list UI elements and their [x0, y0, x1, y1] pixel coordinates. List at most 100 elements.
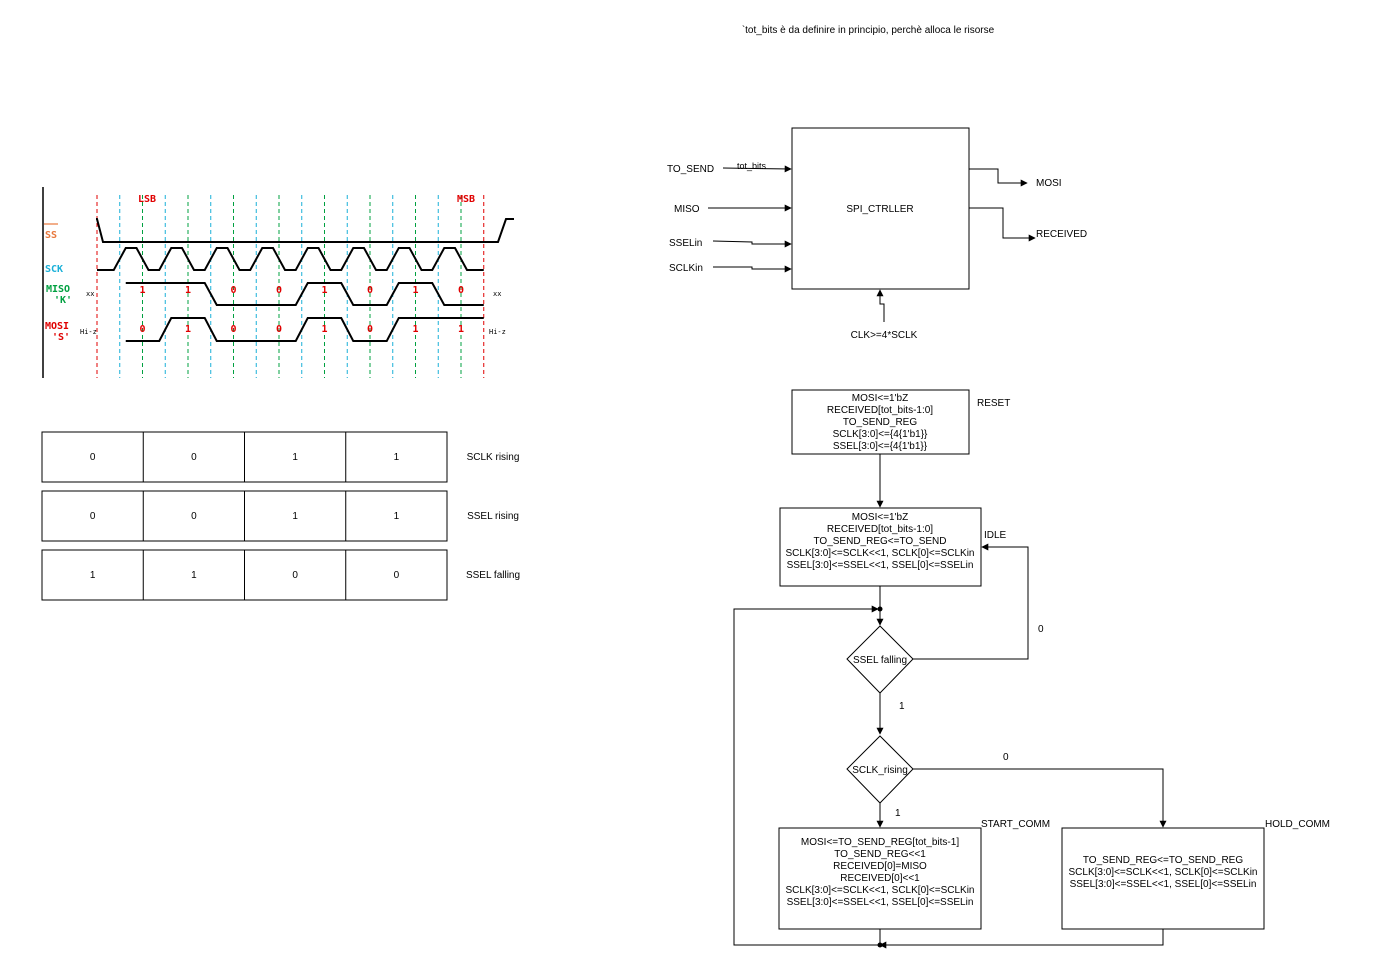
- table-cell: 1: [191, 570, 197, 581]
- arrow-dec1-no: [913, 543, 1029, 660]
- input-sclkin-label: SCLKin: [669, 263, 703, 274]
- miso-xx-right: xx: [493, 290, 501, 298]
- spi-controller-name: SPI_CTRLLER: [846, 204, 913, 215]
- table-cell: 1: [90, 570, 96, 581]
- arrow-hold-return: [879, 929, 1164, 949]
- miso-bit-label: 0: [276, 285, 282, 296]
- input-miso-label: MISO: [674, 204, 700, 215]
- state-hold-comm-box: [1061, 827, 1265, 930]
- state-line: SSEL[3:0]<={4{1'b1}}: [833, 441, 928, 452]
- dec1-no-label: 0: [1038, 624, 1044, 635]
- table-cell: 1: [394, 511, 400, 522]
- mosi-hiz-left: Hi-z: [80, 328, 97, 336]
- state-hold-comm-label: HOLD_COMM: [1265, 819, 1330, 830]
- state-idle-box: [779, 507, 982, 587]
- arrow-sselin: [712, 240, 792, 248]
- state-line: SCLK[3:0]<=SCLK<<1, SCLK[0]<=SCLKin: [785, 548, 974, 559]
- state-reset-label: RESET: [977, 398, 1010, 409]
- dec2-no-label: 0: [1003, 752, 1009, 763]
- miso-bit-label: 0: [458, 285, 464, 296]
- mosi-bit-label: 1: [458, 324, 464, 335]
- mosi-bit-label: 0: [230, 324, 236, 335]
- timing-gridlines: [96, 195, 485, 378]
- table-cell: 1: [292, 452, 298, 463]
- table-cell: 1: [292, 511, 298, 522]
- miso-waveform: [125, 282, 484, 306]
- sck-label: SCK: [45, 264, 63, 275]
- mosi-bit-label: 0: [367, 324, 373, 335]
- state-line: TO_SEND_REG: [843, 417, 918, 428]
- mosi-waveform: [125, 317, 484, 342]
- state-reset-box: [791, 389, 970, 455]
- miso-char: 'K': [54, 295, 72, 306]
- arrow-clk: [876, 289, 885, 322]
- mosi-label: MOSI: [45, 321, 69, 332]
- mosi-bit-label: 0: [139, 324, 145, 335]
- input-sselin-label: SSELin: [669, 238, 702, 249]
- clk-label: CLK>=4*SCLK: [851, 330, 918, 341]
- table-cell: 0: [191, 452, 197, 463]
- arrow-sclkin: [713, 265, 792, 273]
- table-cell: 0: [394, 570, 400, 581]
- state-line: MOSI<=TO_SEND_REG[tot_bits-1]: [801, 837, 959, 848]
- miso-bit-label: 0: [367, 285, 373, 296]
- mosi-bit-label: 1: [185, 324, 191, 335]
- miso-bit-label: 1: [139, 285, 145, 296]
- state-line: RECEIVED[0]=MISO: [833, 861, 927, 872]
- junction-dot: [877, 606, 883, 612]
- state-line: SCLK[3:0]<=SCLK<<1, SCLK[0]<=SCLKin: [785, 885, 974, 896]
- state-line: MOSI<=1'bZ: [852, 512, 908, 523]
- ss-waveform: [96, 218, 514, 243]
- mosi-bit-label: 0: [276, 324, 282, 335]
- arrow-loop-back: [733, 605, 880, 946]
- ss-label: SS: [45, 230, 57, 241]
- table-ssel-falling: 1 1 0 0 SSEL falling: [41, 549, 520, 601]
- arrow-dec2-no: [913, 768, 1167, 828]
- tot-bits-label: tot_bits: [737, 161, 767, 171]
- miso-bit-label: 0: [230, 285, 236, 296]
- table-cell: 0: [292, 570, 298, 581]
- sck-waveform: [97, 247, 484, 271]
- mosi-hiz-right: Hi-z: [489, 328, 506, 336]
- state-line: TO_SEND_REG<=TO_SEND_REG: [1083, 855, 1243, 866]
- output-mosi-label: MOSI: [1036, 178, 1062, 189]
- arrow-mosi-out: [969, 168, 1028, 187]
- state-line: TO_SEND_REG<=TO_SEND: [813, 536, 946, 547]
- decision-ssel-falling-text: SSEL falling: [853, 655, 907, 666]
- state-line: TO_SEND_REG<<1: [834, 849, 926, 860]
- table-sclk-rising: 0 0 1 1 SCLK rising: [41, 431, 520, 483]
- truth-tables: 0 0 1 1 SCLK rising 0 0 1 1 SSEL rising …: [41, 431, 520, 601]
- table-cell: 1: [394, 452, 400, 463]
- state-line: RECEIVED[tot_bits-1:0]: [827, 524, 933, 535]
- decision-sclk-rising-text: SCLK_rising: [852, 765, 908, 776]
- input-to-send-label: TO_SEND: [667, 164, 714, 175]
- table-ssel-rising: 0 0 1 1 SSEL rising: [41, 490, 519, 542]
- state-line: SSEL[3:0]<=SSEL<<1, SSEL[0]<=SSELin: [787, 897, 974, 908]
- table-cell: 0: [191, 511, 197, 522]
- table-label: SSEL falling: [466, 570, 520, 581]
- state-idle-label: IDLE: [984, 530, 1007, 541]
- state-line: SCLK[3:0]<=SCLK<<1, SCLK[0]<=SCLKin: [1068, 867, 1257, 878]
- lsb-label: LSB: [138, 194, 156, 205]
- miso-bit-label: 1: [185, 285, 191, 296]
- mosi-bit-label: 1: [321, 324, 327, 335]
- state-start-comm-label: START_COMM: [981, 819, 1050, 830]
- state-start-comm-box: [778, 827, 982, 930]
- table-label: SSEL rising: [467, 511, 519, 522]
- arrow-to-send: [722, 165, 792, 173]
- table-cell: 0: [90, 511, 96, 522]
- state-line: SCLK[3:0]<={4{1'b1}}: [833, 429, 928, 440]
- spi-block-diagram: SPI_CTRLLER TO_SEND MISO SSELin SCLKin t…: [667, 127, 1087, 341]
- table-label: SCLK rising: [467, 452, 520, 463]
- note-text: `tot_bits è da definire in principio, pe…: [742, 24, 995, 36]
- miso-label: MISO: [46, 284, 70, 295]
- miso-bit-label: 1: [412, 285, 418, 296]
- state-line: RECEIVED[0]<<1: [840, 873, 920, 884]
- state-line: RECEIVED[tot_bits-1:0]: [827, 405, 933, 416]
- msb-label: MSB: [457, 194, 475, 205]
- dec1-yes-label: 1: [899, 701, 905, 712]
- dec2-yes-label: 1: [895, 808, 901, 819]
- state-line: SSEL[3:0]<=SSEL<<1, SSEL[0]<=SSELin: [787, 560, 974, 571]
